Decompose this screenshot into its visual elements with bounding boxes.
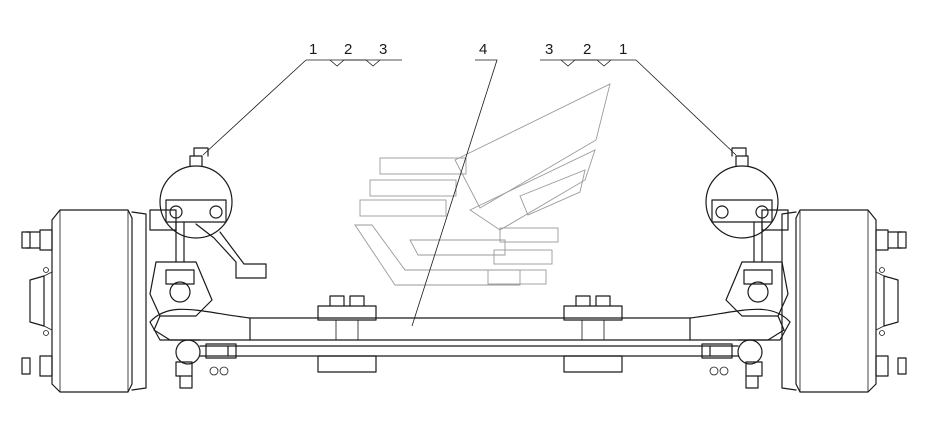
axle-beam [149, 295, 791, 373]
callout-left-2: 2 [344, 41, 352, 58]
callout-right-3: 3 [545, 41, 553, 58]
left-brake-drum [21, 209, 147, 393]
watermark-logo [354, 83, 611, 286]
callouts-right: 3 2 1 [540, 41, 737, 156]
callouts-left: 1 2 3 [202, 41, 402, 156]
left-brake-chamber [149, 147, 267, 389]
callout-center: 4 [411, 41, 498, 327]
right-brake-drum [781, 209, 907, 393]
callout-center-4: 4 [479, 41, 487, 58]
callout-right-2: 2 [583, 41, 591, 58]
callout-left-1: 1 [309, 41, 317, 58]
callout-right-1: 1 [619, 41, 627, 58]
callout-left-3: 3 [379, 41, 387, 58]
right-brake-chamber [701, 147, 789, 389]
